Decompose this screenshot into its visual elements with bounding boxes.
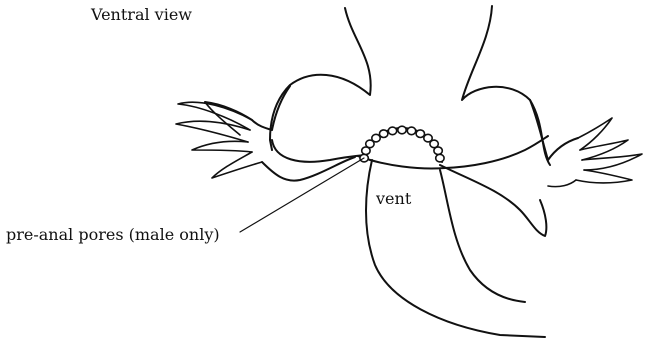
pre-anal-pore [372,134,380,142]
body-outline-right [462,6,550,165]
pre-anal-pore [398,126,406,134]
pre-anal-pore [407,127,415,135]
pre-anal-pores [360,126,444,162]
pre-anal-pore [388,127,396,135]
pre-anal-pore [416,130,424,138]
right-toe-5 [548,180,576,187]
left-toe-3 [192,141,252,152]
vent-line [358,136,548,169]
pre-anal-pore [434,147,442,155]
right-hindlimb [530,100,578,160]
right-foot [548,118,642,187]
right-toe-4 [576,170,632,183]
pre-anal-pore [436,154,444,162]
pores-pointer-line [240,158,364,232]
vent-label: vent [376,191,411,207]
right-toe-3 [582,154,642,170]
body-outline-left [270,8,371,150]
right-hindlimb-lower [440,165,546,236]
left-hindlimb-lower [262,157,355,181]
left-toe-4 [212,152,262,178]
pre-anal-pores-label: pre-anal pores (male only) [6,227,220,243]
left-foot [176,102,262,178]
pre-anal-pore [380,130,388,138]
view-title: Ventral view [91,7,192,23]
tail-left-edge [366,160,545,337]
tail-right-edge [440,170,525,302]
